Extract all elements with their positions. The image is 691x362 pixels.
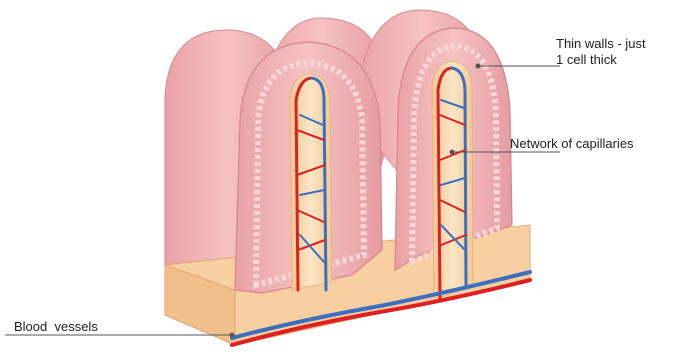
label-capillaries: Network of capillaries xyxy=(510,136,634,151)
label-thin-walls-line1: Thin walls - just xyxy=(556,36,646,51)
label-blood-vessels: Blood vessels xyxy=(14,319,98,334)
label-thin-walls-line2: 1 cell thick xyxy=(556,52,617,67)
